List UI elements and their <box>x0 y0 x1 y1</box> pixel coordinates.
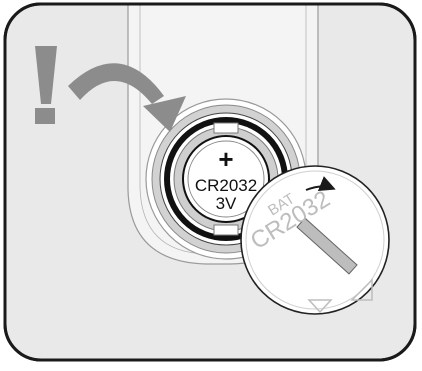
triangle-icon-left <box>307 299 333 314</box>
battery-voltage-label: 3V <box>216 194 237 213</box>
outer-frame-border <box>3 2 417 362</box>
compartment-notch-top <box>213 122 239 134</box>
coin-battery <box>182 135 270 223</box>
battery-plus-sign: + <box>218 144 233 174</box>
battery-cover: BAT CR2032 <box>240 165 390 315</box>
compartment-notch-bottom <box>213 224 239 236</box>
battery-model-label: CR2032 <box>195 176 257 195</box>
exclamation-icon <box>35 46 57 124</box>
coin-battery-edge <box>187 140 265 218</box>
cover-slot <box>296 217 358 275</box>
triangle-icon-right <box>350 278 373 301</box>
turn-arrow-icon <box>305 176 336 191</box>
curved-arrow-icon <box>68 63 186 132</box>
